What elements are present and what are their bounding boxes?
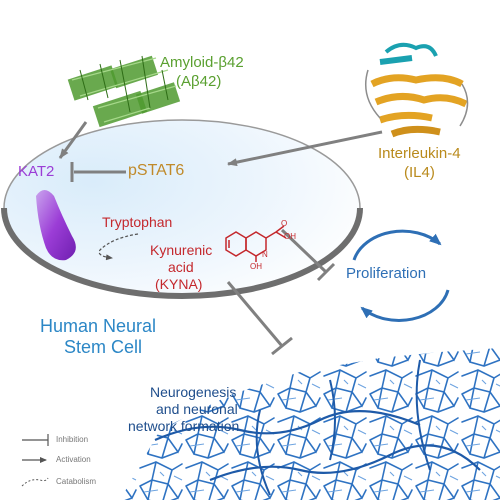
amyloid-name: Amyloid-β42 [160, 54, 244, 71]
legend-activation-label: Activation [56, 455, 91, 464]
kyna-label-line3: (KYNA) [155, 276, 203, 292]
il4-to-pstat6-arrow [227, 130, 383, 167]
il4-abbr: (IL4) [404, 164, 435, 181]
il4-protein [365, 42, 469, 138]
kyna-n: N [262, 250, 268, 259]
cell-title-line2: Stem Cell [64, 337, 143, 357]
legend-catabolism-label: Catabolism [56, 477, 97, 486]
kyna-label-line1: Kynurenic [150, 242, 213, 258]
kat2-label: KAT2 [18, 163, 55, 180]
neurogenesis-line3: network formation [128, 418, 240, 434]
amyloid-abbr: (Aβ42) [176, 73, 222, 90]
kyna-label-line2: acid [168, 259, 194, 275]
proliferation-label: Proliferation [346, 265, 427, 282]
neural-stem-cell [1, 119, 363, 299]
tryptophan-catabolism-arrow [98, 233, 139, 261]
tryptophan-label: Tryptophan [102, 214, 173, 230]
kyna-oh-ring: OH [250, 262, 262, 271]
legend-inhibition-label: Inhibition [56, 435, 89, 444]
il4-name: Interleukin-4 [378, 145, 461, 162]
kyna-oh-acid: OH [284, 232, 296, 241]
kat2-enzyme [36, 190, 76, 261]
amyloid-to-kat2-arrow [58, 121, 88, 159]
kyna-o: O [281, 219, 288, 228]
pstat6-inhibits-kat2 [70, 162, 126, 182]
kyna-structure [225, 225, 287, 262]
legend-inhibition-symbol [22, 434, 49, 446]
legend-catabolism-symbol [21, 477, 49, 487]
cell-title-line1: Human Neural [40, 316, 157, 336]
kyna-inhibits-neurogenesis [226, 281, 293, 356]
neuronal-network [120, 348, 500, 500]
proliferation-cycle [352, 229, 450, 322]
neurogenesis-line1: Neurogenesis [150, 384, 237, 400]
kyna-inhibits-proliferation [280, 228, 336, 282]
neurogenesis-line2: and neuronal [156, 401, 238, 417]
pstat6-label: pSTAT6 [128, 162, 185, 179]
amyloid-aggregate [67, 55, 181, 128]
